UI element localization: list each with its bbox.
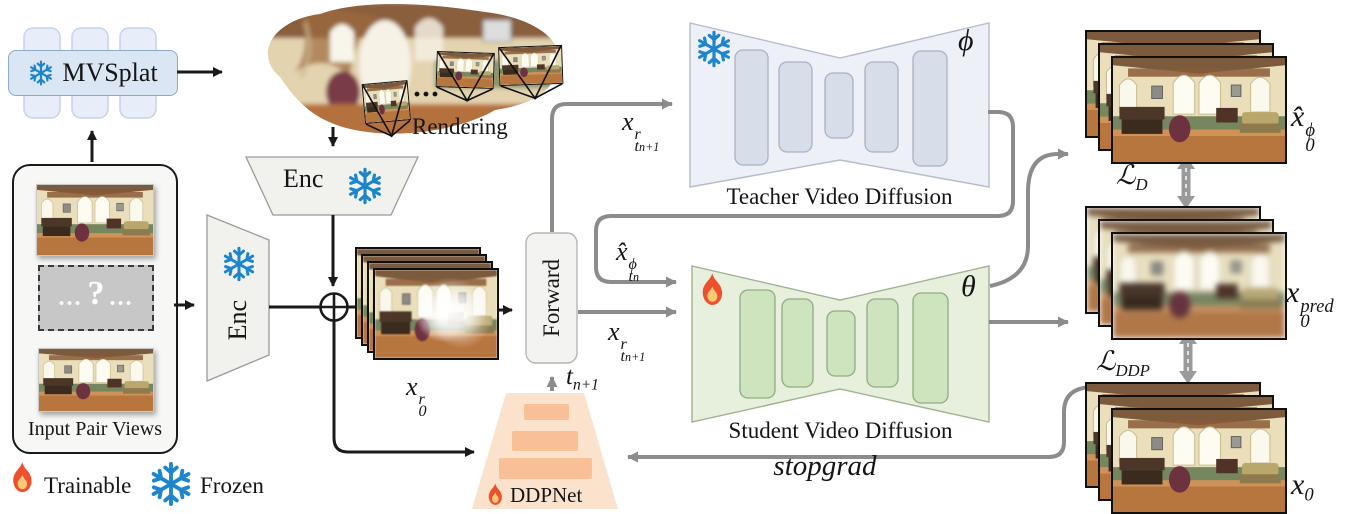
forward-block-label: Forward <box>538 259 564 337</box>
legend-trainable-label: Trainable <box>44 473 132 498</box>
student-param-theta: θ <box>961 270 976 303</box>
mvsplat-block: MVSplat <box>8 50 178 96</box>
teacher-label: Teacher Video Diffusion <box>726 184 953 209</box>
room-photo <box>1113 58 1285 162</box>
student-label: Student Video Diffusion <box>728 418 953 443</box>
snowflake-icon <box>349 167 381 205</box>
legend: Trainable Frozen <box>0 455 300 514</box>
encoder-top-label: Enc <box>283 164 324 193</box>
room-photo <box>375 270 497 358</box>
flame-icon <box>13 461 32 493</box>
rendered-frames-stack <box>355 247 499 360</box>
room-photo <box>436 52 494 88</box>
room-photo <box>39 349 153 411</box>
teacher-param-phi: ϕ <box>958 24 974 57</box>
mask-dots: ... <box>58 285 83 311</box>
encoder-left-label: Enc <box>223 299 252 341</box>
input-view-photo-1 <box>36 184 154 256</box>
snowflake-icon <box>223 246 255 282</box>
masked-intermediate-views: ...?... <box>38 265 154 331</box>
label-loss-d: ℒD <box>1116 160 1148 194</box>
camera-frustum <box>361 80 413 140</box>
question-mark: ? <box>87 275 105 312</box>
teacher-prediction-stack <box>1085 30 1287 164</box>
flame-icon <box>702 272 723 305</box>
label-x-0: x0 <box>1291 468 1314 506</box>
snowflake-icon <box>698 30 730 68</box>
input-pair-views-box: ...?... Input Pair Views <box>12 164 178 454</box>
ddpnet-label: DDPNet <box>510 483 583 507</box>
ddpnet-bars <box>499 404 592 479</box>
room-photo <box>1113 410 1285 512</box>
mask-dots: ... <box>109 285 134 311</box>
label-stopgrad: stopgrad <box>773 450 877 482</box>
input-view-photo-2 <box>38 348 154 412</box>
frustum-dots: ··· <box>412 78 440 111</box>
label-loss-ddp: ℒDDP <box>1096 346 1150 380</box>
camera-frustum <box>435 51 495 103</box>
input-box-label: Input Pair Views <box>28 418 162 440</box>
legend-frozen-label: Frozen <box>200 473 264 498</box>
rendering-label: Rendering <box>412 114 508 139</box>
ground-truth-stack <box>1085 382 1287 514</box>
snowflake-icon <box>30 60 53 86</box>
encoder-top-shape <box>244 156 420 216</box>
label-t-n1: tn+1 <box>566 363 599 394</box>
forward-shape <box>525 232 578 364</box>
snowflake-icon <box>151 461 191 507</box>
student-prediction-stack <box>1085 206 1287 340</box>
camera-frustum <box>498 44 564 101</box>
student-pills <box>739 289 949 404</box>
mvsplat-label: MVSplat <box>62 58 158 87</box>
room-photo <box>37 185 153 255</box>
rendered-pointcloud-image <box>267 3 560 134</box>
flame-icon <box>488 483 502 505</box>
room-photo <box>1113 234 1285 338</box>
